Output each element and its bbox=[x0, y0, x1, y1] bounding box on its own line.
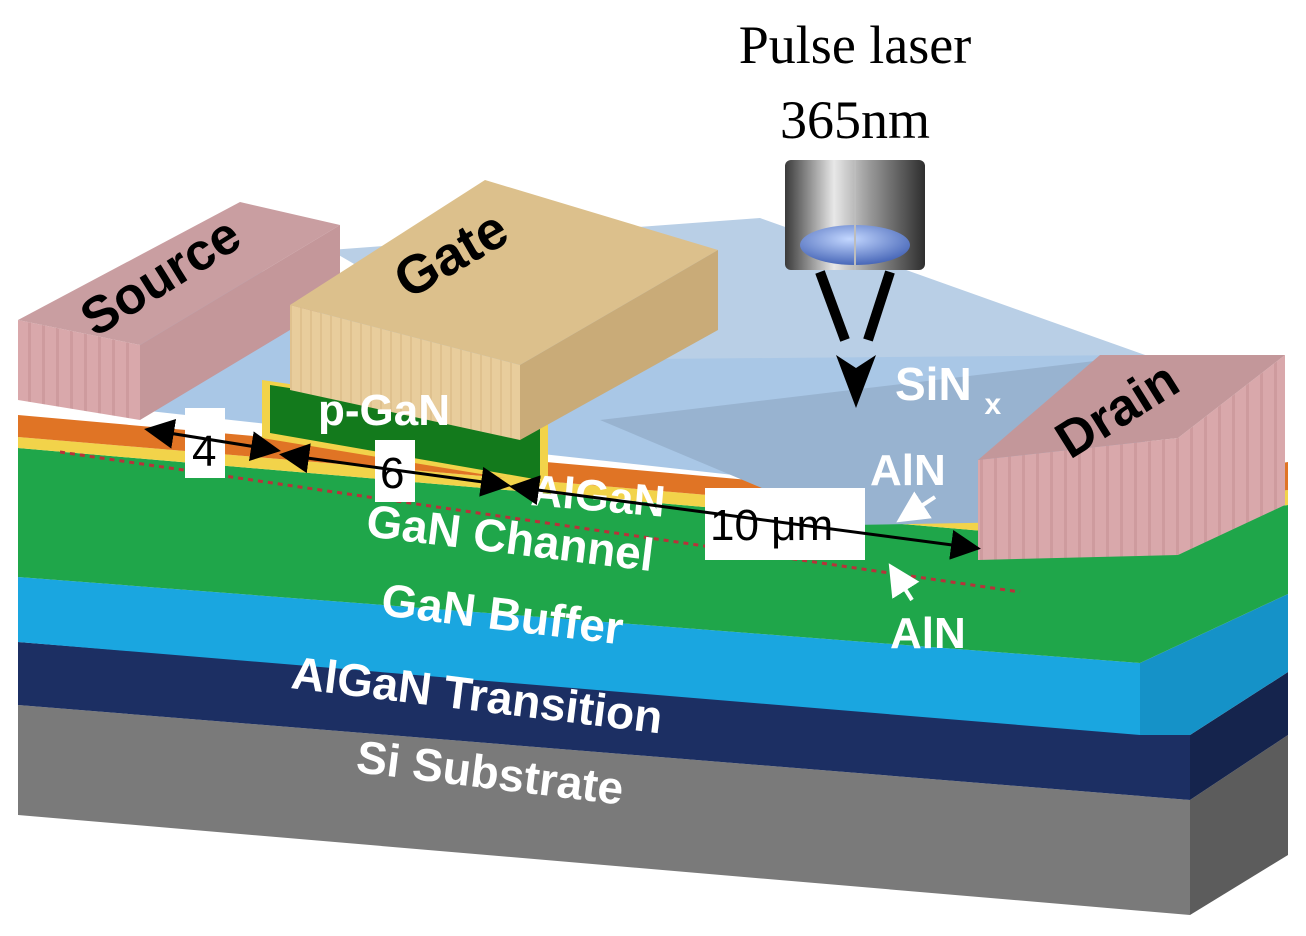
drain-electrode bbox=[978, 355, 1285, 560]
si-substrate-layer bbox=[18, 705, 1288, 915]
laser-beam bbox=[815, 270, 895, 408]
aln-top-label: AlN bbox=[870, 446, 946, 495]
aln-bottom-label: AlN bbox=[890, 609, 966, 658]
sinx-label-base: SiN bbox=[895, 358, 972, 410]
dim-gate-drain: 10 μm bbox=[509, 475, 981, 560]
dim-gate-length-value: 6 bbox=[380, 449, 404, 498]
dim-source-gate-value: 4 bbox=[192, 427, 216, 476]
sinx-label-sub: x bbox=[984, 388, 1001, 421]
source-electrode bbox=[18, 202, 340, 420]
laser-title: Pulse laser bbox=[739, 15, 971, 75]
aln-bottom-pointer bbox=[888, 563, 920, 602]
algan-transition-layer bbox=[18, 642, 1288, 800]
sinx-label: SiN x bbox=[895, 358, 1001, 421]
pgan-label: p-GaN bbox=[318, 386, 450, 435]
dim-gate-length: 6 bbox=[279, 440, 511, 502]
dim-gate-drain-value: 10 μm bbox=[710, 501, 833, 550]
gan-buffer-layer bbox=[18, 577, 1288, 735]
laser-wavelength: 365nm bbox=[780, 90, 930, 150]
dim-source-gate: 4 bbox=[144, 408, 281, 478]
gate-electrode bbox=[290, 180, 718, 440]
laser-objective bbox=[785, 160, 925, 270]
